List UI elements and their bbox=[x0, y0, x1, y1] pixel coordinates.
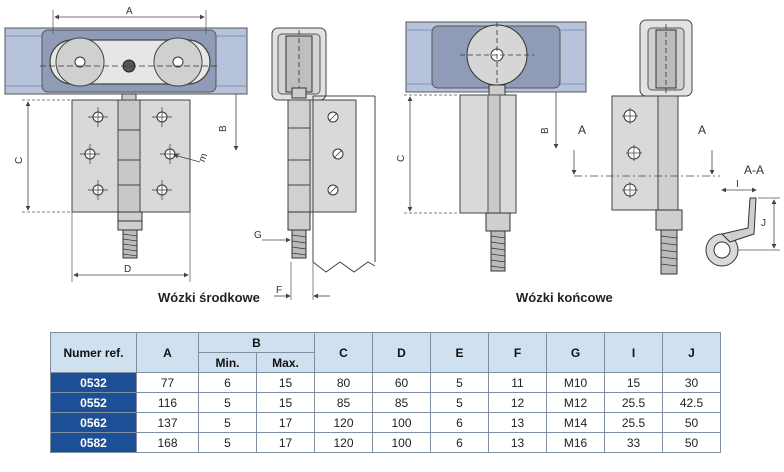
cell-d: 85 bbox=[372, 392, 431, 413]
section-label-right: A bbox=[698, 123, 706, 137]
dim-label-a: A bbox=[126, 6, 133, 17]
cell-i: 25.5 bbox=[604, 392, 663, 413]
section-title: A-A bbox=[744, 163, 764, 177]
cell-f: 12 bbox=[488, 392, 547, 413]
cell-e: 5 bbox=[430, 392, 489, 413]
cell-i: 33 bbox=[604, 432, 663, 453]
middle-trolley-front-view: A B C D m bbox=[4, 6, 248, 282]
dim-label-b: B bbox=[218, 125, 229, 132]
cell-g: M16 bbox=[546, 432, 605, 453]
dim-label-d: D bbox=[124, 264, 131, 275]
ref-cell: 0552 bbox=[50, 392, 137, 413]
cell-d: 60 bbox=[372, 372, 431, 393]
cell-f: 13 bbox=[488, 412, 547, 433]
header-c: C bbox=[314, 332, 373, 373]
header-j: J bbox=[662, 332, 721, 373]
cell-b-max: 15 bbox=[256, 392, 315, 413]
cell-a: 168 bbox=[136, 432, 199, 453]
cell-b-min: 5 bbox=[198, 392, 257, 413]
end-trolley-side-view: A A bbox=[571, 19, 720, 275]
end-trolley-front-view: B C bbox=[396, 21, 587, 272]
cell-f: 13 bbox=[488, 432, 547, 453]
section-a-a-view: A-A I J bbox=[705, 163, 780, 267]
header-b-max: Max. bbox=[256, 352, 315, 373]
caption-middle-trolleys: Wózki środkowe bbox=[158, 290, 260, 305]
middle-trolley-side-view: G F bbox=[254, 27, 376, 300]
table-row: 0552 116 5 15 85 85 5 12 M12 25.5 42.5 bbox=[50, 392, 721, 413]
header-ref: Numer ref. bbox=[50, 332, 137, 373]
cell-a: 137 bbox=[136, 412, 199, 433]
spec-table: Numer ref. A B C D E F G I J Min. Max. 0… bbox=[50, 332, 721, 453]
cell-i: 25.5 bbox=[604, 412, 663, 433]
header-b-min: Min. bbox=[198, 352, 257, 373]
caption-end-trolleys: Wózki końcowe bbox=[516, 290, 613, 305]
cell-f: 11 bbox=[488, 372, 547, 393]
dim-label-m: m bbox=[197, 152, 210, 164]
header-a: A bbox=[136, 332, 199, 373]
dim-label-i: I bbox=[736, 179, 739, 190]
cell-g: M10 bbox=[546, 372, 605, 393]
cell-e: 6 bbox=[430, 412, 489, 433]
cell-b-min: 5 bbox=[198, 432, 257, 453]
cell-b-min: 5 bbox=[198, 412, 257, 433]
dim-label-b2: B bbox=[540, 127, 551, 134]
cell-j: 50 bbox=[662, 432, 721, 453]
cell-d: 100 bbox=[372, 412, 431, 433]
cell-c: 80 bbox=[314, 372, 373, 393]
header-d: D bbox=[372, 332, 431, 373]
cell-g: M14 bbox=[546, 412, 605, 433]
header-g: G bbox=[546, 332, 605, 373]
cell-c: 120 bbox=[314, 412, 373, 433]
header-b: B bbox=[198, 332, 315, 353]
cell-b-max: 17 bbox=[256, 432, 315, 453]
cell-a: 116 bbox=[136, 392, 199, 413]
ref-cell: 0532 bbox=[50, 372, 137, 393]
technical-drawing: A B C D m bbox=[4, 6, 780, 300]
cell-i: 15 bbox=[604, 372, 663, 393]
cell-c: 85 bbox=[314, 392, 373, 413]
table-row: 0562 137 5 17 120 100 6 13 M14 25.5 50 bbox=[50, 412, 721, 433]
cell-b-max: 17 bbox=[256, 412, 315, 433]
dim-label-c: C bbox=[14, 157, 25, 164]
cell-j: 30 bbox=[662, 372, 721, 393]
header-i: I bbox=[604, 332, 663, 373]
cell-e: 5 bbox=[430, 372, 489, 393]
ref-cell: 0582 bbox=[50, 432, 137, 453]
cell-a: 77 bbox=[136, 372, 199, 393]
cell-d: 100 bbox=[372, 432, 431, 453]
dim-label-j: J bbox=[761, 218, 766, 229]
cell-j: 42.5 bbox=[662, 392, 721, 413]
header-e: E bbox=[430, 332, 489, 373]
cell-c: 120 bbox=[314, 432, 373, 453]
cell-g: M12 bbox=[546, 392, 605, 413]
section-label-left: A bbox=[578, 123, 586, 137]
table-row: 0582 168 5 17 120 100 6 13 M16 33 50 bbox=[50, 432, 721, 453]
cell-e: 6 bbox=[430, 432, 489, 453]
cell-b-min: 6 bbox=[198, 372, 257, 393]
dim-label-g: G bbox=[254, 230, 262, 241]
dim-label-f: F bbox=[276, 285, 282, 296]
dim-label-c2: C bbox=[396, 155, 407, 162]
header-f: F bbox=[488, 332, 547, 373]
cell-b-max: 15 bbox=[256, 372, 315, 393]
cell-j: 50 bbox=[662, 412, 721, 433]
ref-cell: 0562 bbox=[50, 412, 137, 433]
table-row: 0532 77 6 15 80 60 5 11 M10 15 30 bbox=[50, 372, 721, 393]
